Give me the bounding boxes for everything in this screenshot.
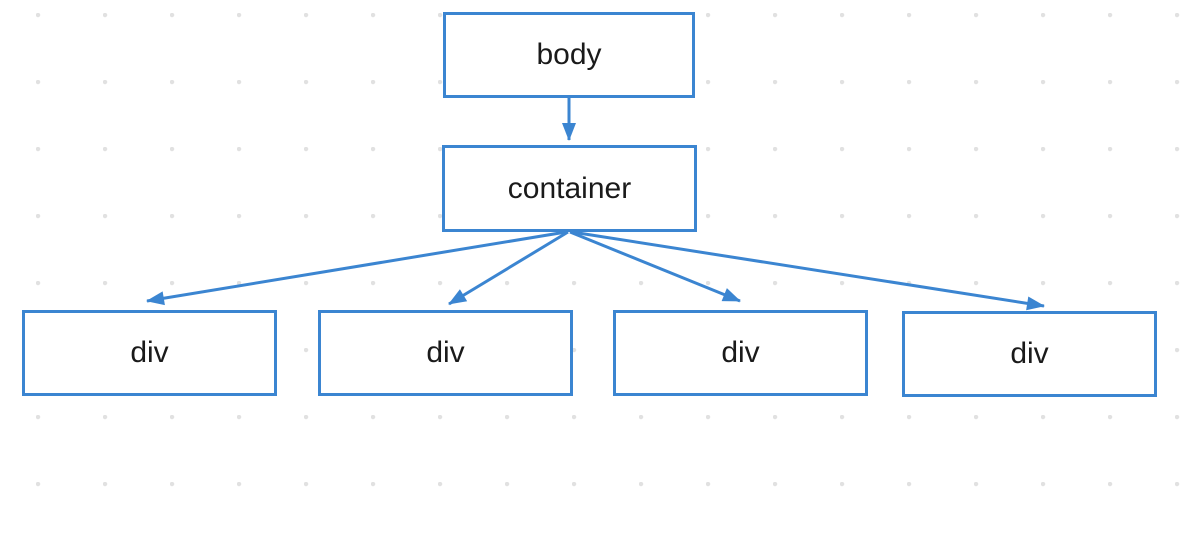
node-div4-label: div: [1010, 337, 1049, 370]
node-div2[interactable]: div: [318, 310, 573, 396]
node-container-label: container: [507, 171, 632, 205]
node-div2-label: div: [426, 336, 465, 369]
node-div3-label: div: [721, 336, 760, 369]
node-div3[interactable]: div: [613, 310, 868, 396]
edge-container-div3[interactable]: [569, 230, 741, 303]
edge-container-div2[interactable]: [448, 230, 569, 306]
node-body-label: body: [536, 38, 602, 71]
node-div1-label: div: [130, 336, 169, 369]
node-div4[interactable]: div: [902, 311, 1157, 397]
edge-container-div1[interactable]: [146, 230, 567, 306]
node-body[interactable]: body: [443, 12, 695, 98]
edge-container-div4[interactable]: [571, 230, 1045, 311]
node-div1[interactable]: div: [22, 310, 277, 396]
node-container[interactable]: container: [442, 145, 697, 232]
